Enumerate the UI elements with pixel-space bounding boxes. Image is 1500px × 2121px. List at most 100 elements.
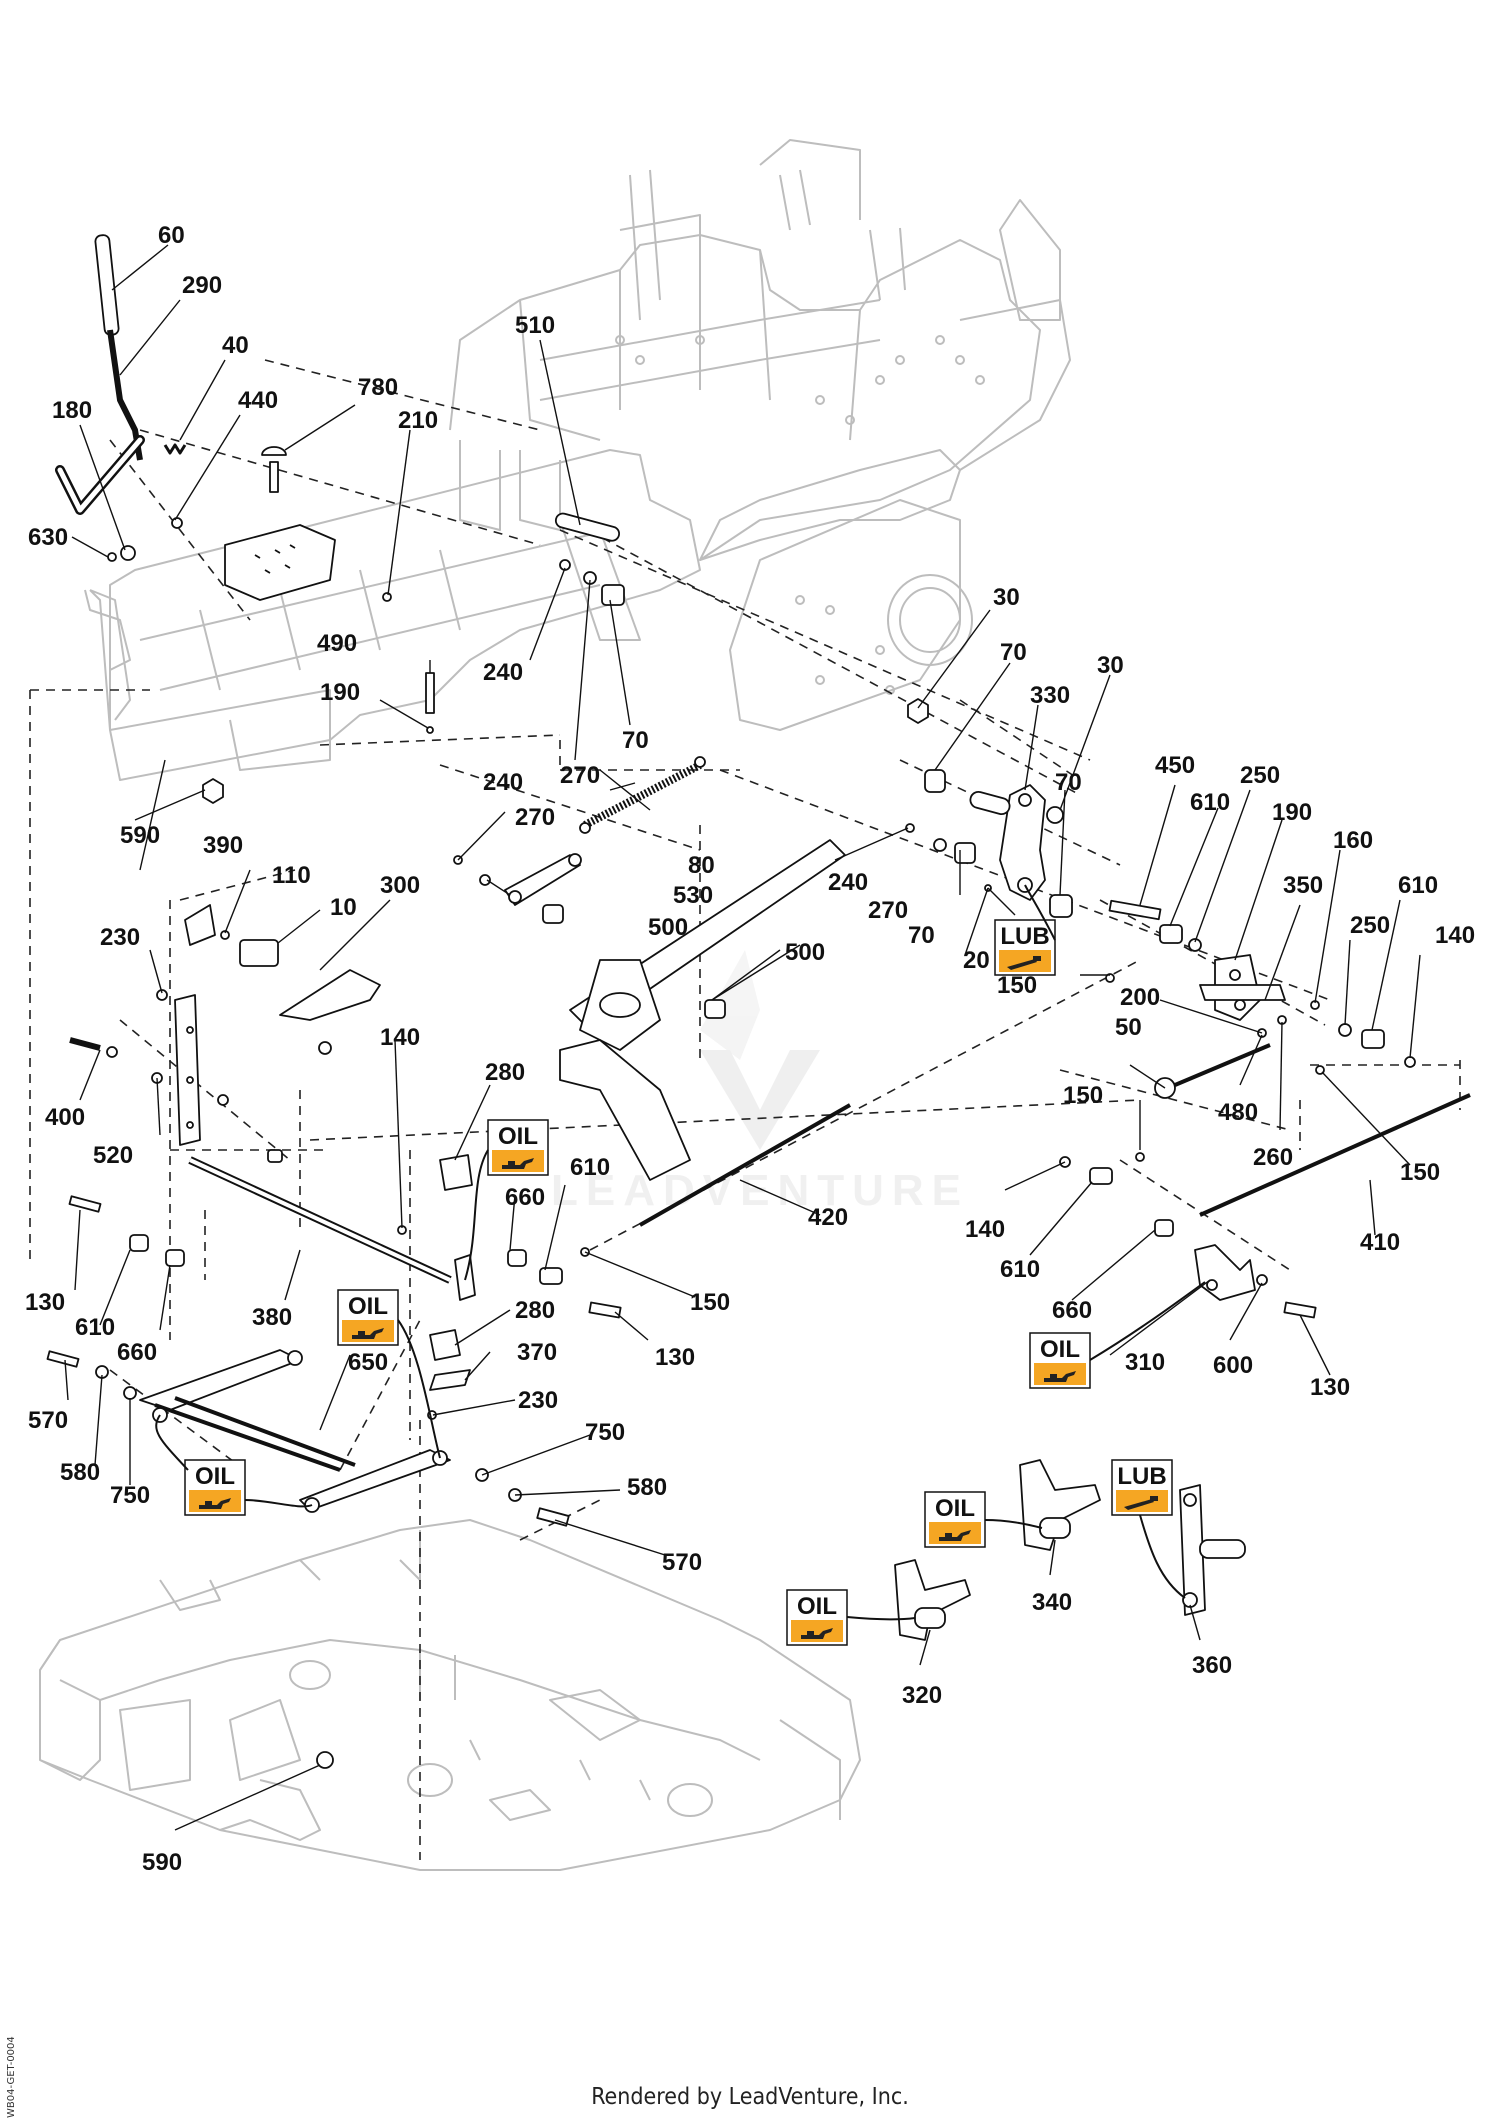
callout-270c: 270 [868, 897, 908, 924]
callout-580b: 580 [627, 1474, 667, 1501]
badge-connectors [155, 884, 1206, 1621]
callout-420: 420 [808, 1204, 848, 1231]
callout-500a: 500 [648, 914, 688, 941]
callout-290: 290 [182, 272, 222, 299]
callout-200: 200 [1120, 984, 1160, 1011]
callout-30b: 30 [1097, 652, 1124, 679]
callout-530: 530 [673, 882, 713, 909]
callout-70c: 70 [1055, 769, 1082, 796]
callout-590a: 590 [120, 822, 160, 849]
callout-80: 80 [688, 852, 715, 879]
callout-660b: 660 [1052, 1297, 1092, 1324]
callout-400: 400 [45, 1104, 85, 1131]
svg-text:OIL: OIL [797, 1593, 837, 1620]
callout-750a: 750 [585, 1419, 625, 1446]
callout-140a: 140 [1435, 922, 1475, 949]
callout-270b: 270 [515, 804, 555, 831]
callout-50: 50 [1115, 1014, 1142, 1041]
callout-150b: 150 [1063, 1082, 1103, 1109]
callout-780: 780 [358, 374, 398, 401]
callout-190a: 190 [320, 679, 360, 706]
callout-610e: 610 [75, 1314, 115, 1341]
callout-610b: 610 [1398, 872, 1438, 899]
callout-600: 600 [1213, 1352, 1253, 1379]
callout-240b: 240 [483, 769, 523, 796]
callout-390: 390 [203, 832, 243, 859]
oil-badge-3: OIL [184, 1459, 246, 1516]
callout-260: 260 [1253, 1144, 1293, 1171]
svg-text:LUB: LUB [1117, 1463, 1166, 1490]
callout-280a: 280 [485, 1059, 525, 1086]
callout-480: 480 [1218, 1099, 1258, 1126]
oil-badge-2: OIL [337, 1289, 399, 1346]
callout-580a: 580 [60, 1459, 100, 1486]
callout-450: 450 [1155, 752, 1195, 779]
callout-140c: 140 [965, 1216, 1005, 1243]
callout-70b: 70 [622, 727, 649, 754]
callout-630: 630 [28, 524, 68, 551]
callout-350: 350 [1283, 872, 1323, 899]
callout-40: 40 [222, 332, 249, 359]
lub-badge-2: LUB [1111, 1459, 1173, 1516]
tractor-frame [39, 139, 1071, 1871]
callout-210: 210 [398, 407, 438, 434]
svg-text:OIL: OIL [195, 1463, 235, 1490]
callout-650: 650 [348, 1349, 388, 1376]
callout-160: 160 [1333, 827, 1373, 854]
oil-badge-5: OIL [924, 1491, 986, 1548]
lub-badge-1: LUB [994, 919, 1056, 976]
callout-230a: 230 [100, 924, 140, 951]
callout-360: 360 [1192, 1652, 1232, 1679]
callout-250b: 250 [1350, 912, 1390, 939]
callout-140b: 140 [380, 1024, 420, 1051]
callout-180: 180 [52, 397, 92, 424]
callout-190b: 190 [1272, 799, 1312, 826]
callout-130a: 130 [25, 1289, 65, 1316]
callout-610d: 610 [1000, 1256, 1040, 1283]
callout-130c: 130 [1310, 1374, 1350, 1401]
callout-750b: 750 [110, 1482, 150, 1509]
callout-340: 340 [1032, 1589, 1072, 1616]
svg-text:OIL: OIL [498, 1123, 538, 1150]
callout-330: 330 [1030, 682, 1070, 709]
svg-text:OIL: OIL [1040, 1336, 1080, 1363]
callout-30a: 30 [993, 584, 1020, 611]
svg-text:LUB: LUB [1000, 923, 1049, 950]
oil-badge-1: OIL [487, 1119, 549, 1176]
callout-300: 300 [380, 872, 420, 899]
callout-660a: 660 [505, 1184, 545, 1211]
oil-badge-4: OIL [1029, 1332, 1091, 1389]
callout-660c: 660 [117, 1339, 157, 1366]
svg-text:OIL: OIL [935, 1495, 975, 1522]
callout-130b: 130 [655, 1344, 695, 1371]
callout-230b: 230 [518, 1387, 558, 1414]
callout-labels: 60 290 40 440 780 180 210 510 630 30 70 … [25, 222, 1475, 1876]
callout-270a: 270 [560, 762, 600, 789]
callout-370: 370 [517, 1339, 557, 1366]
callout-610a: 610 [1190, 789, 1230, 816]
callout-150d: 150 [690, 1289, 730, 1316]
callout-610c: 610 [570, 1154, 610, 1181]
parts [46, 234, 1471, 1769]
callout-320: 320 [902, 1682, 942, 1709]
document-id: WB04-GET-0004 [6, 2036, 17, 2118]
callout-20: 20 [963, 947, 990, 974]
callout-240c: 240 [828, 869, 868, 896]
callout-70a: 70 [1000, 639, 1027, 666]
callout-110: 110 [272, 862, 311, 889]
callout-150a: 150 [997, 972, 1037, 999]
callout-280b: 280 [515, 1297, 555, 1324]
watermark-logo: LEADVENTURE [551, 950, 961, 1215]
callout-590b: 590 [142, 1849, 182, 1876]
footer-credit: Rendered by LeadVenture, Inc. [591, 2084, 909, 2110]
callout-510: 510 [515, 312, 555, 339]
oil-badge-6: OIL [786, 1589, 848, 1646]
callout-520: 520 [93, 1142, 133, 1169]
callout-570b: 570 [662, 1549, 702, 1576]
callout-240a: 240 [483, 659, 523, 686]
callout-440: 440 [238, 387, 278, 414]
callout-500b: 500 [785, 939, 825, 966]
callout-150c: 150 [1400, 1159, 1440, 1186]
callout-490: 490 [317, 630, 357, 657]
